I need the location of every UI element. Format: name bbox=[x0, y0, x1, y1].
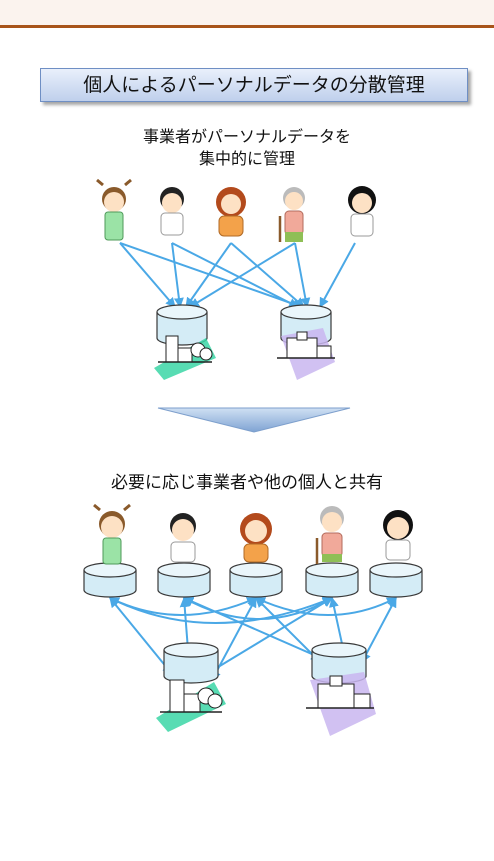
top-rule bbox=[0, 25, 494, 28]
elderly-man-icon bbox=[315, 506, 344, 564]
top-caption-line1: 事業者がパーソナルデータを bbox=[142, 127, 351, 146]
top-arrows bbox=[119, 242, 356, 309]
company-office-icon bbox=[156, 679, 226, 732]
young-woman-icon bbox=[383, 510, 413, 561]
company-office-icon bbox=[154, 335, 216, 380]
bottom-arrows bbox=[109, 596, 397, 681]
young-woman-icon bbox=[348, 186, 376, 237]
personal-database-2 bbox=[157, 562, 211, 598]
personal-database-3 bbox=[229, 562, 283, 598]
database-1 bbox=[156, 304, 208, 346]
woman-icon bbox=[216, 187, 246, 237]
personal-database-1 bbox=[83, 562, 137, 598]
hospital-icon bbox=[306, 672, 376, 736]
woman-icon bbox=[240, 513, 272, 563]
girl-icon bbox=[96, 178, 132, 241]
down-chevron-icon bbox=[157, 407, 351, 433]
girl-icon bbox=[93, 503, 131, 565]
bottom-caption: 必要に応じ事業者や他の個人と共有 bbox=[111, 473, 383, 493]
top-caption: 事業者がパーソナルデータを 集中的に管理 bbox=[0, 126, 494, 170]
database-3 bbox=[163, 642, 219, 684]
page-title: 個人によるパーソナルデータの分散管理 bbox=[40, 68, 468, 102]
elderly-man-icon bbox=[278, 187, 305, 242]
top-band bbox=[0, 0, 494, 25]
personal-database-4 bbox=[305, 562, 359, 598]
top-caption-line2: 集中的に管理 bbox=[198, 149, 295, 168]
boy-icon bbox=[160, 187, 184, 236]
personal-database-5 bbox=[369, 562, 423, 598]
boy-icon bbox=[170, 513, 196, 563]
hospital-icon bbox=[277, 328, 335, 380]
